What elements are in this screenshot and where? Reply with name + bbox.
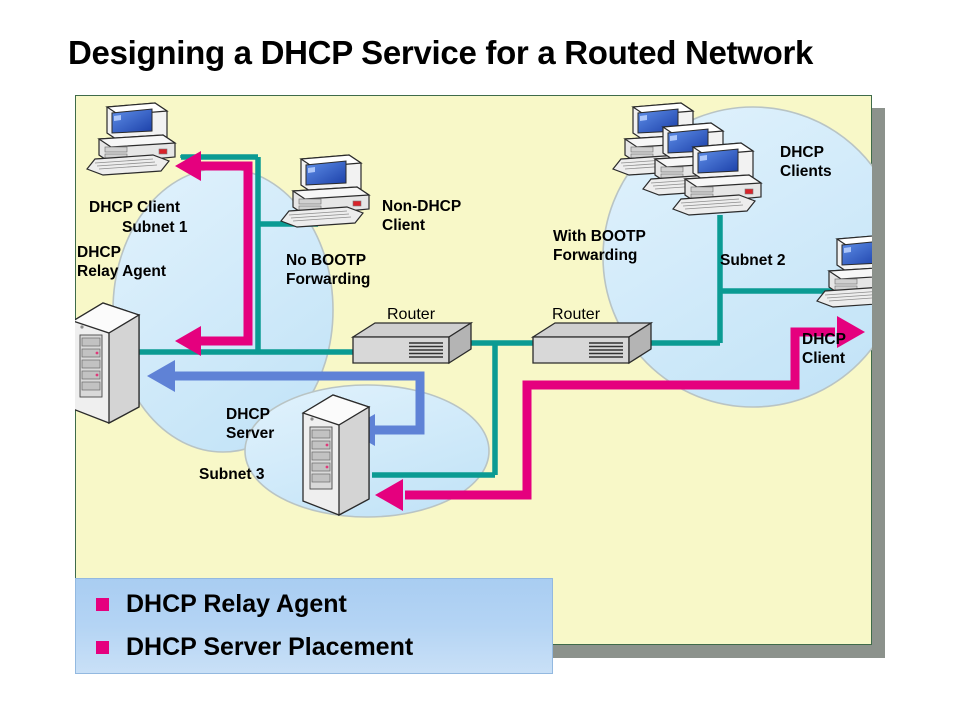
- non-dhcp-client-label: Non-DHCP Client: [382, 198, 462, 234]
- dhcp-clients-label: DHCP Clients: [780, 144, 832, 180]
- legend-item-label: DHCP Server Placement: [126, 633, 414, 661]
- no-bootp-forwarding-label: No BOOTP Forwarding: [286, 252, 371, 288]
- non-dhcp-client-pc[interactable]: [280, 154, 370, 228]
- network-topology-svg: [75, 102, 872, 518]
- bullet-square-icon: [96, 598, 109, 611]
- subnet1-label: Subnet 1: [122, 219, 188, 236]
- legend-box: DHCP Relay Agent DHCP Server Placement: [75, 578, 553, 674]
- router-left-label: Router: [387, 306, 436, 323]
- router-left[interactable]: [352, 322, 472, 364]
- dhcp-client-pc-subnet1[interactable]: [86, 102, 176, 176]
- dhcp-server-tower[interactable]: [302, 394, 370, 516]
- blue-return-path: [175, 371, 425, 435]
- router-right[interactable]: [532, 322, 652, 364]
- subnet2-label: Subnet 2: [720, 252, 786, 269]
- dhcp-relay-agent-label: DHCP Relay Agent: [77, 244, 167, 280]
- dhcp-client-subnet1-label: DHCP Client: [89, 199, 181, 216]
- dhcp-server-label: DHCP Server: [226, 406, 275, 442]
- subnet3-label: Subnet 3: [199, 466, 265, 483]
- with-bootp-forwarding-label: With BOOTP Forwarding: [553, 228, 646, 264]
- legend-item-relay-agent[interactable]: DHCP Relay Agent: [96, 590, 347, 619]
- legend-item-server-placement[interactable]: DHCP Server Placement: [96, 633, 413, 662]
- page-title: Designing a DHCP Service for a Routed Ne…: [68, 34, 814, 71]
- dhcp-relay-agent-server[interactable]: [75, 302, 140, 424]
- dhcp-client-right-label: DHCP Client: [802, 331, 846, 367]
- magenta-relay-path: [195, 161, 835, 500]
- diagram-canvas: DHCP Client Subnet 1 DHCP Relay Agent No…: [75, 95, 887, 660]
- legend-item-label: DHCP Relay Agent: [126, 590, 347, 618]
- bullet-square-icon: [96, 641, 109, 654]
- router-right-label: Router: [552, 306, 601, 323]
- magenta-arrowheads: [175, 151, 865, 511]
